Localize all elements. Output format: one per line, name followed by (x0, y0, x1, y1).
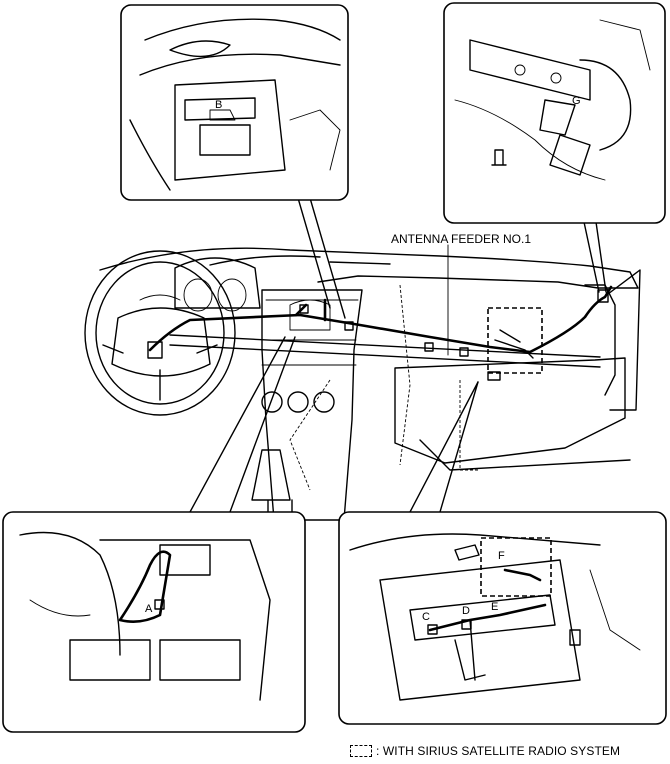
legend: : WITH SIRIUS SATELLITE RADIO SYSTEM (350, 742, 620, 760)
callout-e: E (491, 601, 498, 613)
hvac-knob-center (287, 391, 309, 413)
steering-wheel (84, 250, 236, 416)
hvac-knob-left (261, 391, 283, 413)
main-dashboard-view: ANTENNA FEEDER NO.1 (84, 232, 641, 521)
callout-c: C (422, 611, 430, 623)
legend-text: : WITH SIRIUS SATELLITE RADIO SYSTEM (376, 744, 621, 758)
hvac-knob-right (313, 391, 335, 413)
callout-d: D (462, 605, 470, 617)
sirius-system-area-detail (480, 537, 552, 597)
callout-b: B (215, 99, 222, 111)
detail-panel-a: A (2, 511, 306, 733)
callout-g: G (572, 95, 581, 107)
shift-lever (251, 449, 293, 515)
callout-f: F (498, 550, 505, 562)
antenna-feeder-route (148, 285, 613, 354)
dashed-box-symbol (350, 745, 372, 757)
glove-box-area (394, 357, 626, 464)
detail-panel-g: G (443, 2, 666, 224)
sirius-system-area-main (487, 307, 543, 374)
callout-leaders (189, 197, 607, 513)
antenna-feeder-label: ANTENNA FEEDER NO.1 (391, 232, 531, 246)
detail-panel-b: B (120, 4, 349, 201)
instrument-cluster (174, 257, 261, 309)
callout-a: A (145, 603, 153, 615)
detail-panel-cdef: C D E F (338, 511, 667, 725)
center-stack (261, 289, 363, 521)
dashboard-outline (99, 247, 639, 289)
